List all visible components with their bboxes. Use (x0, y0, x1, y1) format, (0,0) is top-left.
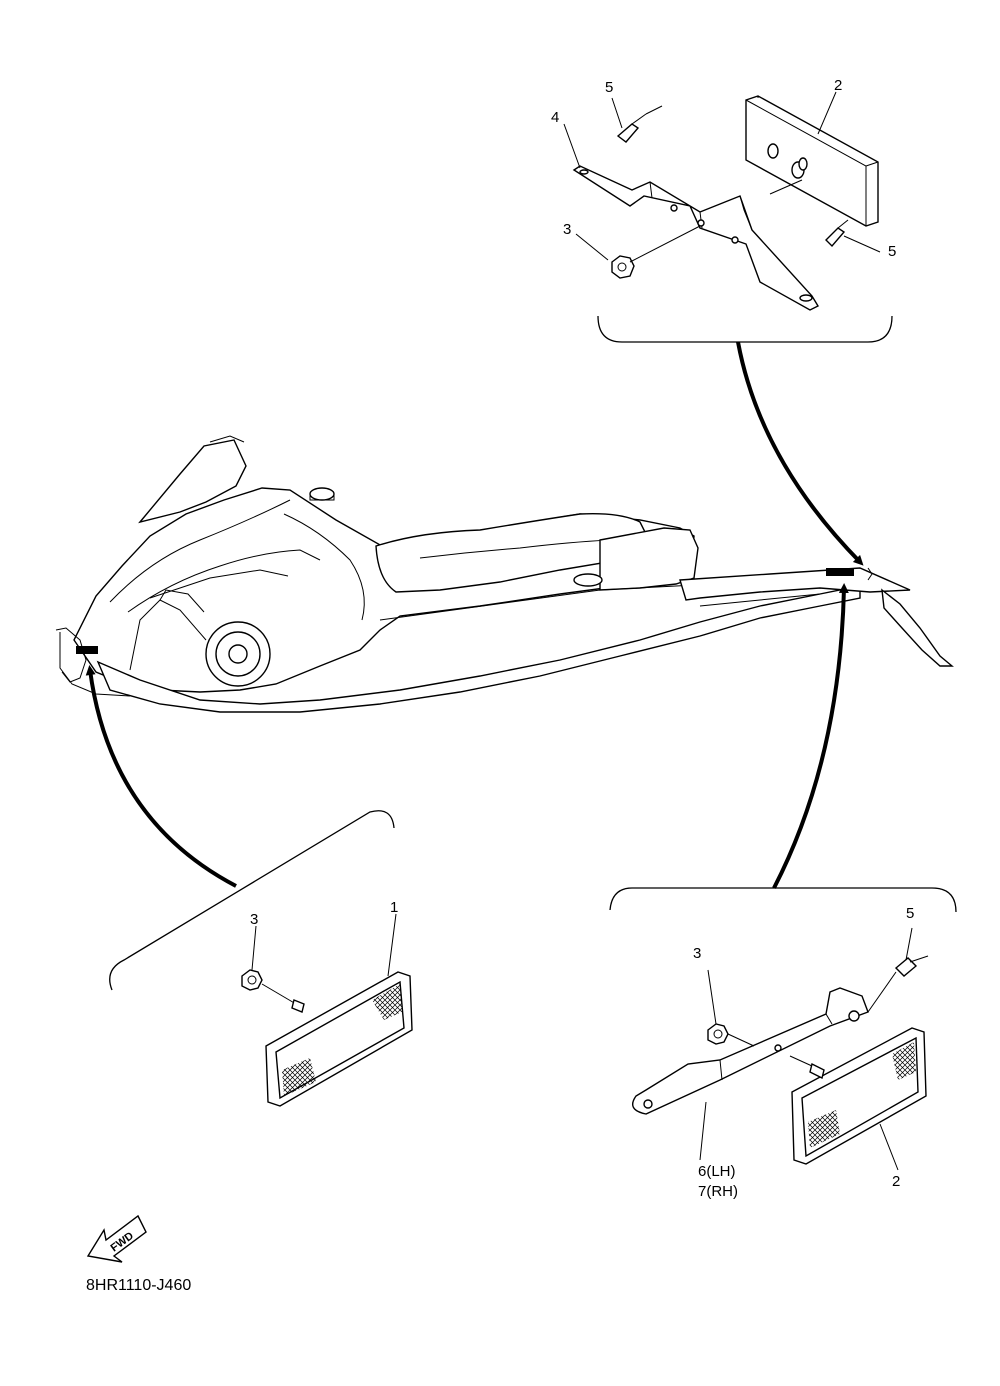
top-rivet-upper (616, 113, 647, 143)
fwd-arrow-icon: FWD (86, 1214, 147, 1263)
callout-top-nut: 3 (563, 221, 571, 238)
top-bracket (572, 165, 819, 311)
arrow-right-to-rear (772, 583, 849, 889)
arrow-top-to-rear (736, 341, 864, 566)
arrow-left-to-front (85, 665, 237, 888)
callout-right-nut: 3 (693, 945, 701, 962)
left-reflector (265, 971, 413, 1107)
callout-top-reflector: 2 (834, 77, 842, 94)
callout-right-rivet: 5 (906, 905, 914, 922)
callout-right-bracket-lh: 6(LH) (698, 1163, 736, 1180)
callout-right-bracket-rh: 7(RH) (698, 1183, 738, 1200)
right-bracket (632, 987, 869, 1115)
top-reflector-plate (745, 95, 879, 227)
callout-left-nut: 3 (250, 911, 258, 928)
left-detail-frame (109, 810, 395, 991)
callout-right-reflector: 2 (892, 1173, 900, 1190)
right-reflector (791, 1027, 927, 1165)
callout-top-bracket: 4 (551, 109, 559, 126)
front-reflector-marker (76, 646, 98, 654)
callout-top-rivet-right: 5 (888, 243, 896, 260)
top-rivet-right (825, 219, 849, 248)
top-leaders (563, 91, 881, 263)
right-nut (707, 1023, 729, 1045)
callout-top-rivet-upper: 5 (605, 79, 613, 96)
top-detail-frame (597, 315, 893, 343)
top-detail-group: 2 5 4 3 5 (551, 77, 896, 343)
callout-left-reflector: 1 (390, 899, 398, 916)
right-rivet (894, 955, 929, 977)
left-detail-group: 3 1 (109, 810, 413, 1107)
right-detail-group: 3 5 6(LH) 7(RH) 2 (609, 887, 957, 1200)
top-nut (611, 255, 635, 279)
right-detail-frame (609, 887, 957, 913)
rear-reflector-marker (826, 568, 854, 576)
snowmobile-illustration (55, 435, 954, 713)
part-number-code: 8HR1110-J460 (86, 1277, 191, 1294)
left-nut (241, 969, 263, 991)
